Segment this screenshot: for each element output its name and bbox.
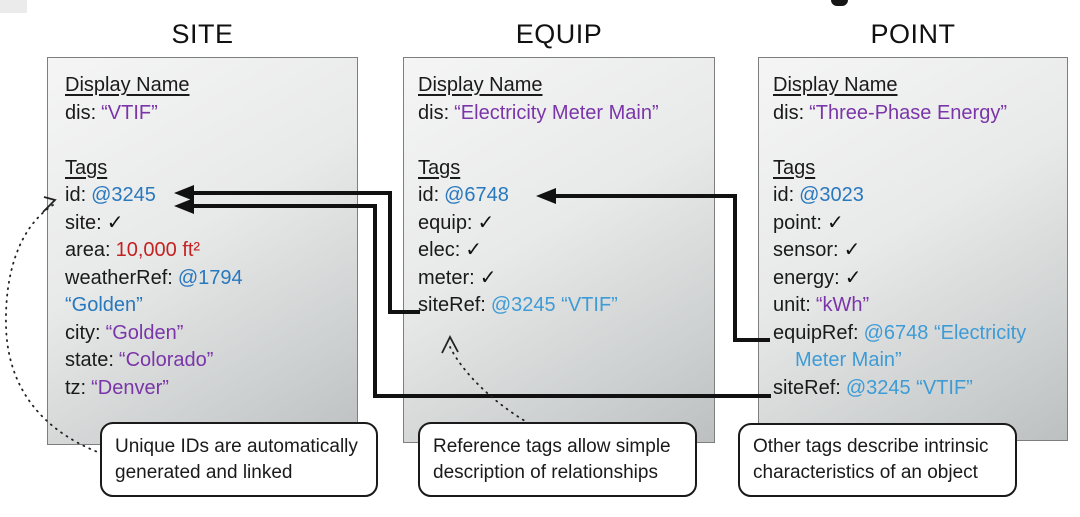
tag-row-id: id:@6748 xyxy=(418,182,706,210)
tag-row-weatherref-dis: “Golden” xyxy=(65,292,349,320)
checkmark: ✓ xyxy=(826,211,844,234)
tag-key: elec: xyxy=(418,239,461,261)
tag-row-city: city:“Golden” xyxy=(65,320,349,348)
tag-value: @6748 xyxy=(444,184,509,206)
tag-value: @3245 xyxy=(91,184,156,206)
tag-key: unit: xyxy=(773,294,811,316)
tag-value: “Three-Phase Energy” xyxy=(809,101,1007,124)
tags-label: Tags xyxy=(418,156,461,179)
tag-row-sensor: sensor:✓ xyxy=(773,237,1059,265)
tag-value: 10,000 ft² xyxy=(115,239,201,261)
tag-row-elec: elec:✓ xyxy=(418,237,706,265)
tag-key: equipRef: xyxy=(773,321,859,344)
display-name-label: Display Name xyxy=(418,74,543,96)
tag-value: “Golden” xyxy=(65,294,143,316)
tag-row-area: area:10,000 ft² xyxy=(65,237,349,265)
dis-row: dis:“Three-Phase Energy” xyxy=(773,100,1059,128)
tag-value: @3245 “VTIF” xyxy=(845,376,973,399)
tag-value: @3023 xyxy=(799,184,864,206)
equip-title: EQUIP xyxy=(515,19,603,49)
tag-key: site: xyxy=(65,211,102,234)
tag-key: area: xyxy=(65,239,111,261)
tag-key: dis: xyxy=(65,101,97,124)
tag-key: meter: xyxy=(418,266,475,289)
tag-key: tz: xyxy=(65,376,87,399)
tag-row-id: id:@3023 xyxy=(773,182,1059,210)
tag-value: “Electricity Meter Main” xyxy=(454,101,659,124)
site-title: SITE xyxy=(171,19,234,49)
callout-unique-ids: Unique IDs are automatically generated a… xyxy=(100,422,378,497)
tag-row-siteref: siteRef:@3245 “VTIF” xyxy=(418,292,706,320)
cropped-text-remnant xyxy=(831,0,848,6)
dis-row: dis:“Electricity Meter Main” xyxy=(418,100,706,128)
tag-value: “Colorado” xyxy=(118,349,214,371)
checkmark: ✓ xyxy=(465,239,483,261)
checkmark: ✓ xyxy=(479,266,497,289)
tag-key: id: xyxy=(65,184,87,206)
tag-row-unit: unit:“kWh” xyxy=(773,292,1059,320)
tag-value: @6748 “Electricity Meter Main” xyxy=(795,321,1027,372)
tag-key: equip: xyxy=(418,211,473,234)
tag-row-tz: tz:“Denver” xyxy=(65,375,349,403)
tag-key: state: xyxy=(65,349,114,371)
display-name-label: Display Name xyxy=(65,74,190,96)
tag-key: id: xyxy=(773,184,795,206)
tag-value: “VTIF” xyxy=(101,101,158,124)
tag-row-energy: energy:✓ xyxy=(773,265,1059,293)
tag-row-equip: equip:✓ xyxy=(418,210,706,238)
checkmark: ✓ xyxy=(106,211,124,234)
equip-card: Display Name dis:“Electricity Meter Main… xyxy=(403,57,715,443)
callout-text: Reference tags allow simple description … xyxy=(433,435,671,483)
checkmark: ✓ xyxy=(843,239,861,261)
tag-key: city: xyxy=(65,321,101,344)
tag-key: point: xyxy=(773,211,822,234)
tag-value: @3245 “VTIF” xyxy=(490,294,618,316)
checkmark: ✓ xyxy=(844,266,862,289)
tags-label: Tags xyxy=(65,156,108,179)
tag-row-id: id:@3245 xyxy=(65,182,349,210)
tag-key: siteRef: xyxy=(418,294,486,316)
tag-row-site: site:✓ xyxy=(65,210,349,238)
tag-value: @1794 xyxy=(177,266,243,289)
tag-key: siteRef: xyxy=(773,376,841,399)
tag-row-weatherref: weatherRef:@1794 xyxy=(65,265,349,293)
callout-reference-tags: Reference tags allow simple description … xyxy=(418,422,697,497)
tag-value: “kWh” xyxy=(815,294,870,316)
callout-other-tags: Other tags describe intrinsic characteri… xyxy=(738,423,1017,497)
tag-key: weatherRef: xyxy=(65,266,173,289)
tag-key: id: xyxy=(418,184,440,206)
tags-label: Tags xyxy=(773,156,816,179)
tag-row-point: point:✓ xyxy=(773,210,1059,238)
point-card: Display Name dis:“Three-Phase Energy” Ta… xyxy=(758,57,1068,441)
checkmark: ✓ xyxy=(477,211,495,234)
dis-row: dis:“VTIF” xyxy=(65,100,349,128)
tag-value: “Denver” xyxy=(91,376,169,399)
tag-key: energy: xyxy=(773,266,840,289)
tag-row-equipref: equipRef:@6748 “Electricity Meter Main” xyxy=(773,320,1059,375)
display-name-label: Display Name xyxy=(773,74,898,96)
site-card: Display Name dis:“VTIF” Tags id:@3245 si… xyxy=(47,57,358,445)
point-title: POINT xyxy=(870,19,956,49)
tag-row-siteref: siteRef:@3245 “VTIF” xyxy=(773,375,1059,403)
callout-text: Other tags describe intrinsic characteri… xyxy=(753,436,989,483)
callout-text: Unique IDs are automatically generated a… xyxy=(115,435,358,483)
tag-key: dis: xyxy=(773,101,805,124)
tag-row-state: state:“Colorado” xyxy=(65,347,349,375)
tag-key: dis: xyxy=(418,101,450,124)
tag-row-meter: meter:✓ xyxy=(418,265,706,293)
top-left-smudge xyxy=(0,0,27,13)
tag-key: sensor: xyxy=(773,239,839,261)
tag-value: “Golden” xyxy=(105,321,184,344)
